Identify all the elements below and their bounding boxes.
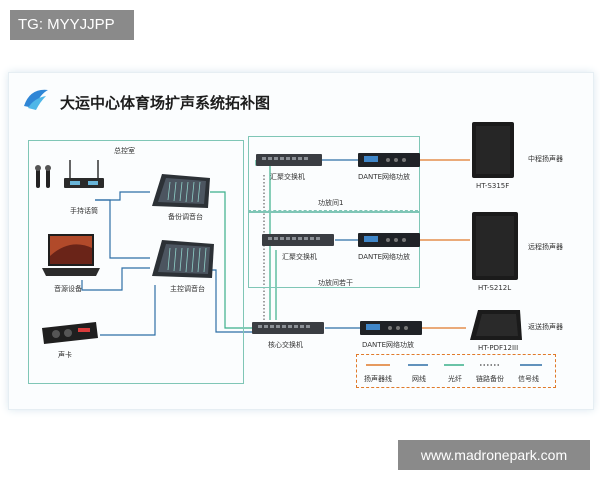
amp-room-many-box [248, 212, 420, 288]
legend-box [356, 354, 556, 388]
main-console-label: 主控调音台 [170, 285, 205, 293]
legend-swatches [366, 364, 542, 366]
row3-speaker-role: 返送扬声器 [528, 323, 563, 331]
dante-amp-3-icon [360, 321, 422, 335]
row2-speaker-role: 远程扬声器 [528, 243, 563, 251]
legend-label-fiber: 光纤 [448, 375, 462, 383]
watermark-bottom-right: www.madronepark.com [398, 440, 590, 470]
dante-amp-2-icon [358, 233, 420, 247]
signal-line-card-main [100, 285, 156, 336]
main-console-icon [152, 240, 214, 278]
row1-speaker-role: 中程扬声器 [528, 155, 563, 163]
speaker-pdf12iii-icon [470, 310, 522, 340]
wireless-receiver-icon [64, 160, 104, 188]
row2-speaker-model: HT-S212L [478, 284, 512, 292]
source-label: 音源设备 [54, 285, 82, 293]
network-line-backup-core [210, 191, 252, 329]
control-room-box [28, 140, 244, 384]
legend-label-speaker: 扬声器线 [364, 375, 392, 383]
speaker-s315f-icon [472, 122, 514, 178]
row3-switch-label: 核心交换机 [268, 341, 303, 349]
microphone-icon [35, 165, 51, 188]
laptop-icon [42, 234, 100, 276]
row1-room-label: 功放间1 [318, 199, 344, 207]
watermark-top-left: TG: MYYJJPP [10, 10, 134, 40]
row2-switch-label: 汇聚交换机 [282, 253, 317, 261]
diagram-title: 大运中心体育场扩声系统拓补图 [60, 94, 271, 112]
legend-label-signal: 信号线 [518, 375, 539, 383]
signal-line-source-main [81, 267, 150, 291]
row1-switch-label: 汇聚交换机 [270, 173, 305, 181]
logo-icon [24, 89, 48, 110]
dante-amp-1-icon [358, 153, 420, 167]
core-switch-icon [252, 322, 324, 334]
mic-label: 手持话筒 [70, 207, 98, 215]
backup-console-label: 备份调音台 [168, 213, 203, 221]
backup-console-icon [152, 174, 210, 208]
row2-amp-label: DANTE网络功放 [358, 253, 410, 261]
row3-amp-label: DANTE网络功放 [362, 341, 414, 349]
row2-room-label: 功放间若干 [318, 279, 353, 287]
row3-speaker-model: HT-PDF12III [478, 344, 519, 352]
control-room-label: 总控室 [114, 147, 135, 155]
legend-label-backup: 链路备份 [476, 375, 504, 383]
sound-card-label: 声卡 [58, 351, 72, 359]
amp-room-1-box [248, 136, 420, 212]
aggregation-switch-2-icon [262, 234, 334, 246]
sound-card-icon [42, 322, 98, 344]
row1-amp-label: DANTE网络功放 [358, 173, 410, 181]
row1-speaker-model: HT-S315F [476, 182, 510, 190]
signal-line-mic-main [95, 199, 150, 259]
aggregation-switch-1-icon [256, 154, 322, 166]
speaker-s212l-icon [472, 212, 518, 280]
legend-label-network: 网线 [412, 375, 426, 383]
box-divider [248, 210, 418, 211]
